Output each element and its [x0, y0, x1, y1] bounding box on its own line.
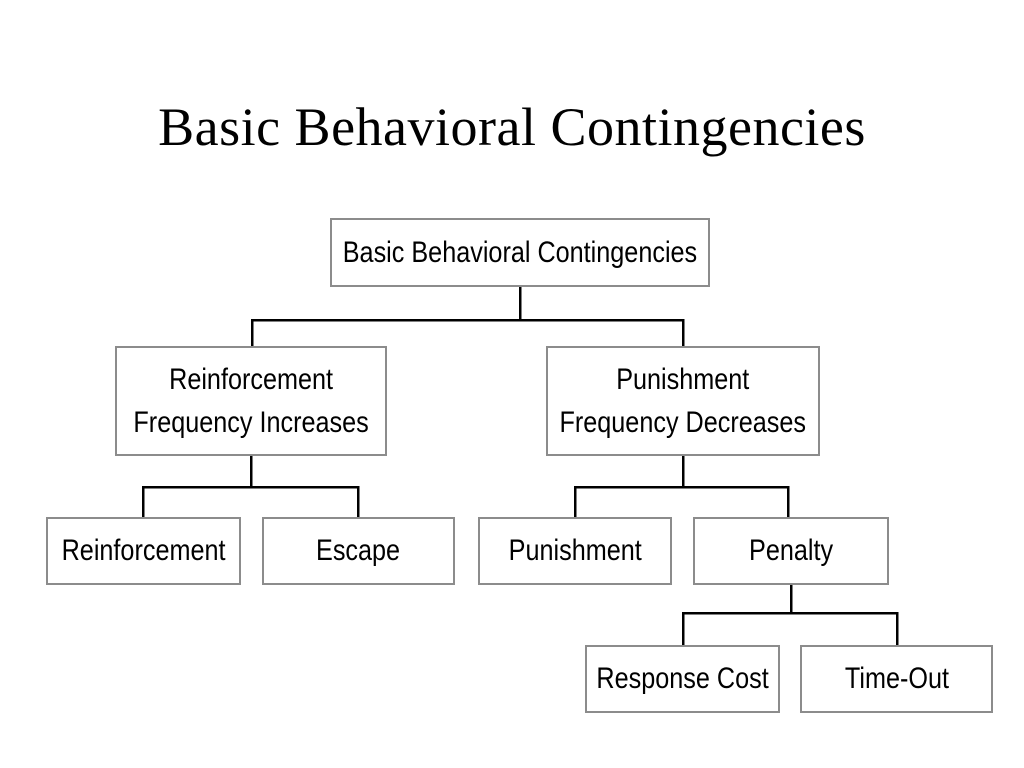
node-label-line2: Frequency Decreases [559, 406, 807, 439]
node-label: Penalty [748, 534, 834, 568]
node-punishment: Punishment [478, 517, 672, 585]
node-reinforcement-frequency-increases: Reinforcement Frequency Increases [115, 346, 387, 456]
node-label-line1: Reinforcement [169, 362, 333, 396]
node-escape: Escape [262, 517, 455, 585]
node-penalty: Penalty [693, 517, 889, 585]
node-response-cost: Response Cost [585, 645, 780, 713]
node-label: Time-Out [844, 662, 949, 696]
node-punishment-frequency-decreases: Punishment Frequency Decreases [546, 346, 820, 456]
node-label-line1: Punishment [616, 362, 750, 396]
slide-title: Basic Behavioral Contingencies [158, 97, 866, 157]
node-label: Punishment Frequency Decreases [560, 358, 807, 445]
node-label-line2: Frequency Increases [133, 406, 369, 439]
node-label: Punishment [508, 534, 642, 568]
node-label: Reinforcement Frequency Increases [133, 358, 368, 445]
node-label: Escape [316, 534, 401, 568]
node-time-out: Time-Out [800, 645, 993, 713]
node-label: Response Cost [596, 662, 769, 696]
node-reinforcement: Reinforcement [46, 517, 241, 585]
node-label: Reinforcement [61, 534, 226, 568]
node-basic-behavioral-contingencies: Basic Behavioral Contingencies [330, 218, 710, 287]
node-label: Basic Behavioral Contingencies [342, 235, 698, 269]
